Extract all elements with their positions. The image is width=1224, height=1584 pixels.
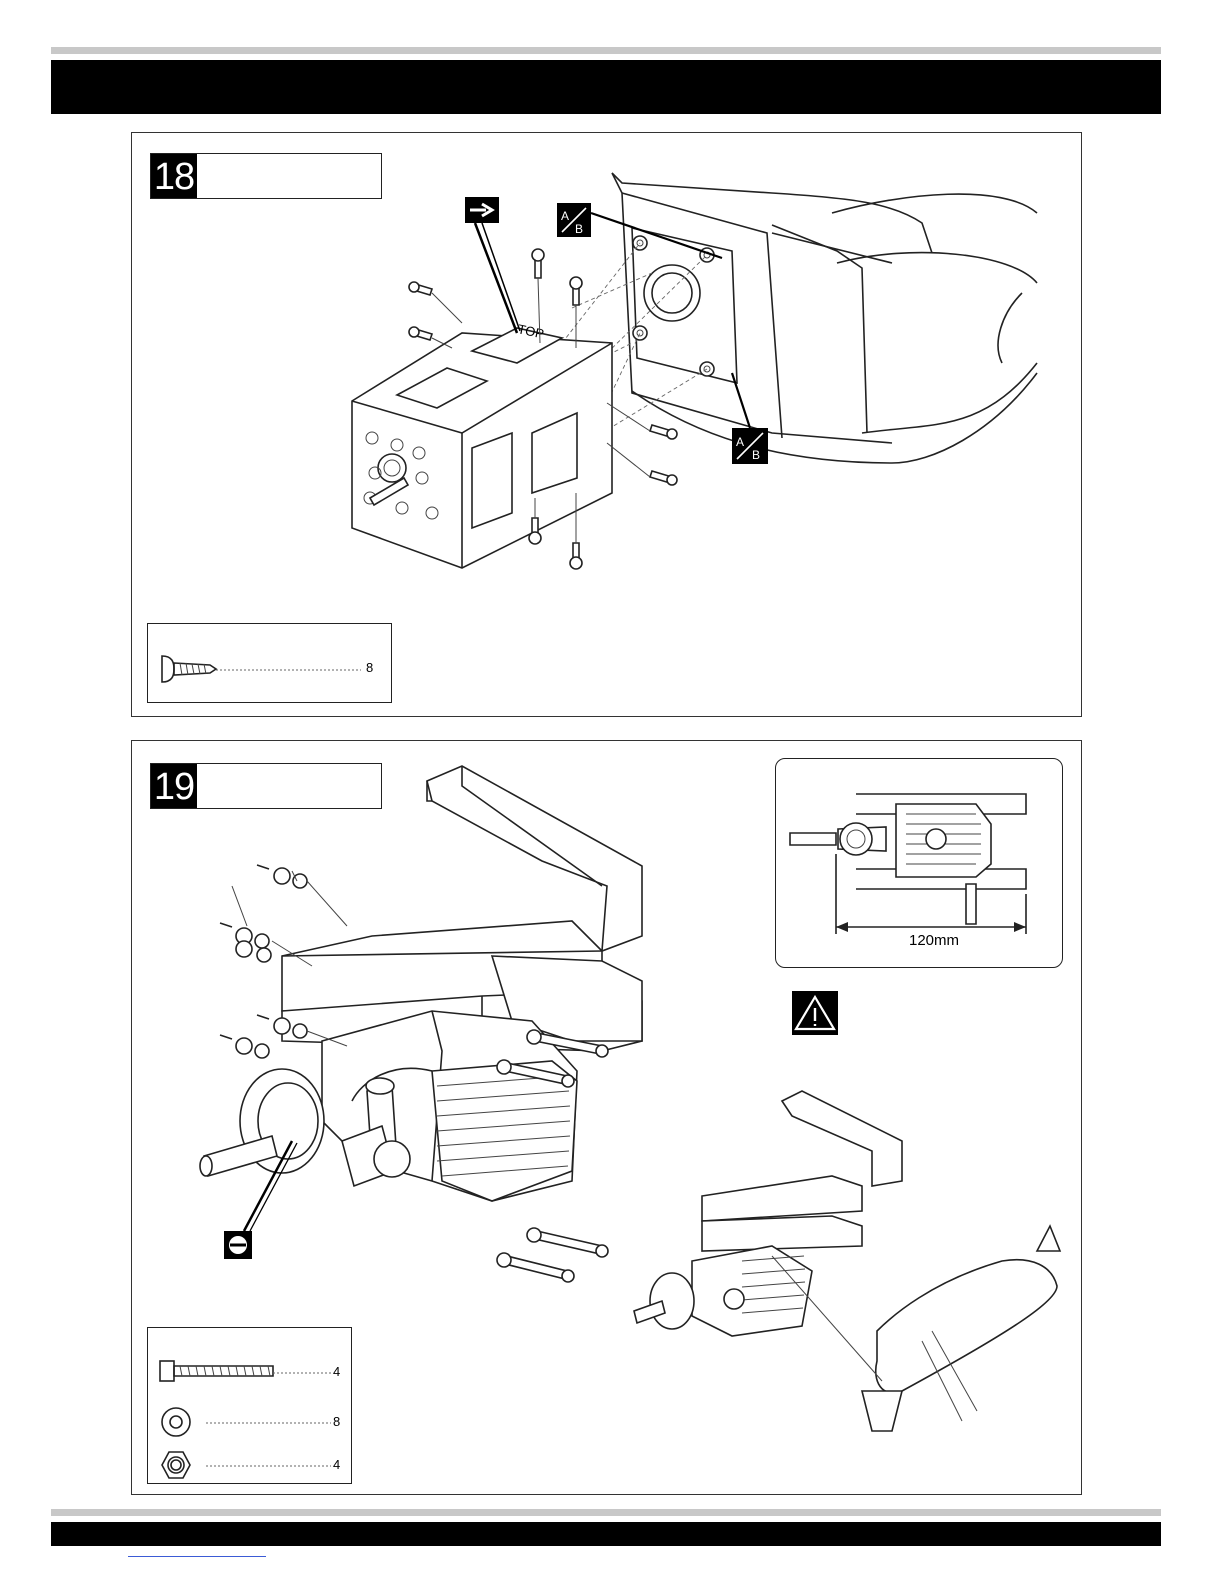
- dimension-label: 120mm: [909, 932, 959, 949]
- qty-leader: [206, 1464, 331, 1468]
- parts-list-18: 8: [147, 623, 392, 703]
- svg-text:A: A: [561, 209, 569, 223]
- step-19-panel: 19: [131, 740, 1082, 1495]
- qty-label: 8: [333, 1414, 340, 1429]
- header-rule: [51, 47, 1161, 54]
- qty-label: 4: [333, 1364, 340, 1379]
- ab-label-bottom: A B: [732, 428, 768, 464]
- qty-label: 4: [333, 1457, 340, 1472]
- svg-text:B: B: [575, 222, 583, 236]
- step-18-panel: 18: [131, 132, 1082, 717]
- svg-text:B: B: [752, 448, 760, 462]
- footer-rule: [51, 1509, 1161, 1516]
- qty-leader: [273, 1371, 331, 1375]
- assembled-view: [634, 1091, 1060, 1431]
- top-view-inset: 120mm: [775, 758, 1063, 968]
- header-bar: [51, 60, 1161, 114]
- qty-leader: [206, 1421, 331, 1425]
- hex-nut-icon: [160, 1450, 192, 1480]
- self-tapping-screw-icon: [158, 652, 218, 686]
- parts-list-19: 4 8 4: [147, 1327, 352, 1484]
- footer-bar: [51, 1522, 1161, 1546]
- washer-icon: [160, 1406, 192, 1438]
- svg-text:A: A: [736, 435, 744, 449]
- hex-bolt-icon: [158, 1358, 278, 1384]
- qty-label: 8: [366, 660, 373, 675]
- footer-link-underline[interactable]: [128, 1556, 266, 1557]
- qty-leader: [216, 668, 361, 672]
- ab-label-top: A B: [557, 203, 591, 237]
